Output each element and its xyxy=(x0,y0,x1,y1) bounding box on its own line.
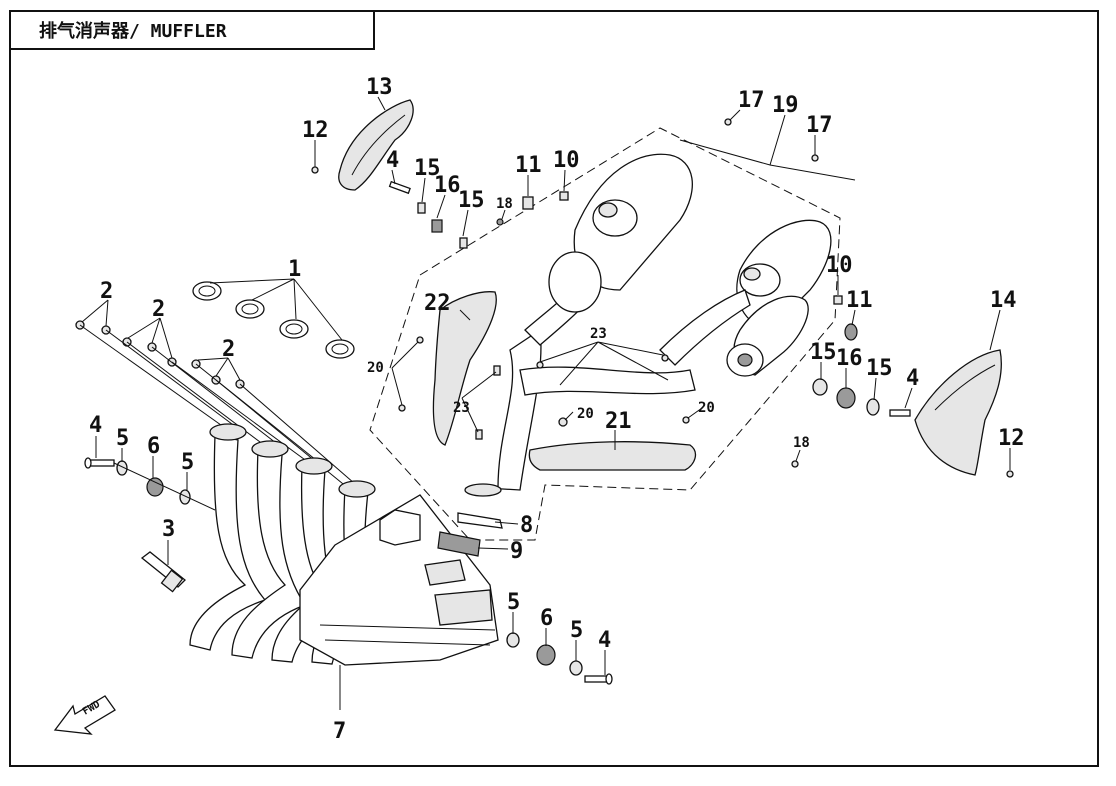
exhaust-gasket xyxy=(235,299,265,319)
grommet xyxy=(536,644,556,666)
washer xyxy=(569,660,583,676)
callout-22: 22 xyxy=(424,291,451,316)
callout-21: 21 xyxy=(605,409,632,434)
oxygen-sensor xyxy=(140,551,186,593)
callout-4: 4 xyxy=(386,148,399,173)
title-box: 排气消声器/ MUFFLER xyxy=(9,10,375,50)
grommet xyxy=(146,477,164,497)
leader-lines xyxy=(81,96,1011,710)
callout-10: 10 xyxy=(553,148,580,173)
callout-18: 18 xyxy=(496,196,513,212)
callout-15: 15 xyxy=(810,340,837,365)
callout-17: 17 xyxy=(738,88,765,113)
callout-12: 12 xyxy=(998,426,1025,451)
callout-1: 1 xyxy=(288,257,301,282)
forward-arrow: FWD xyxy=(53,695,116,735)
callout-15: 15 xyxy=(414,156,441,181)
outlet-stub xyxy=(379,509,421,546)
callout-17: 17 xyxy=(806,113,833,138)
callout-8: 8 xyxy=(520,513,533,538)
callout-19: 19 xyxy=(772,93,799,118)
callout-2: 2 xyxy=(100,279,113,304)
callout-labels: 1 2 2 2 3 4 5 6 5 7 8 9 5 6 5 4 12 13 4 … xyxy=(89,75,1025,744)
callout-18: 18 xyxy=(793,435,810,451)
callout-6: 6 xyxy=(147,434,160,459)
callout-13: 13 xyxy=(366,75,393,100)
pipe-clamp xyxy=(437,531,481,557)
callout-4: 4 xyxy=(598,628,611,653)
callout-15: 15 xyxy=(458,188,485,213)
heat-shield-mid xyxy=(432,291,497,446)
drawing-frame xyxy=(9,10,1099,767)
callout-5: 5 xyxy=(181,450,194,475)
fwd-arrow-icon xyxy=(53,695,116,735)
callout-2: 2 xyxy=(222,337,235,362)
callout-23: 23 xyxy=(453,400,470,416)
gasket-clamp xyxy=(437,512,503,557)
exhaust-gasket xyxy=(325,339,355,359)
callout-10: 10 xyxy=(826,253,853,278)
heat-shield-upper xyxy=(338,99,414,191)
assembly-outline xyxy=(369,127,841,541)
callout-20: 20 xyxy=(367,360,384,376)
exhaust-gasket xyxy=(192,281,222,301)
callout-9: 9 xyxy=(510,539,523,564)
callout-11: 11 xyxy=(846,288,873,313)
bolt xyxy=(87,459,115,467)
upper-silencer xyxy=(548,153,693,313)
callout-15: 15 xyxy=(866,356,893,381)
header-flange xyxy=(251,440,289,458)
flange-nuts xyxy=(75,320,245,389)
heat-shield-end xyxy=(914,349,1002,476)
callout-20: 20 xyxy=(577,406,594,422)
exhaust-gasket xyxy=(279,319,309,339)
nut-projection-lines xyxy=(79,324,363,491)
callout-7: 7 xyxy=(333,719,346,744)
gasket-set xyxy=(192,281,355,359)
callout-4: 4 xyxy=(906,366,919,391)
connector-gasket xyxy=(457,512,503,529)
lower-silencer xyxy=(659,219,832,377)
header-flange xyxy=(338,480,376,498)
callout-5: 5 xyxy=(507,590,520,615)
header-flange xyxy=(295,457,333,475)
diagram-title: 排气消声器/ MUFFLER xyxy=(39,21,227,42)
callout-3: 3 xyxy=(162,517,175,542)
callout-16: 16 xyxy=(434,173,461,198)
callout-5: 5 xyxy=(570,618,583,643)
callout-4: 4 xyxy=(89,413,102,438)
header-flange xyxy=(209,423,247,441)
front-hardware xyxy=(84,457,216,511)
callout-16: 16 xyxy=(836,346,863,371)
callout-11: 11 xyxy=(515,153,542,178)
rear-muffler-hardware xyxy=(506,632,613,685)
callout-12: 12 xyxy=(302,118,329,143)
callout-2: 2 xyxy=(152,297,165,322)
callout-6: 6 xyxy=(540,606,553,631)
callout-14: 14 xyxy=(990,288,1017,313)
heat-shield-lower xyxy=(528,441,697,471)
washer xyxy=(179,489,191,505)
small-fasteners xyxy=(311,118,1014,478)
callout-5: 5 xyxy=(116,426,129,451)
washer xyxy=(506,632,520,648)
callout-23: 23 xyxy=(590,326,607,342)
callout-20: 20 xyxy=(698,400,715,416)
